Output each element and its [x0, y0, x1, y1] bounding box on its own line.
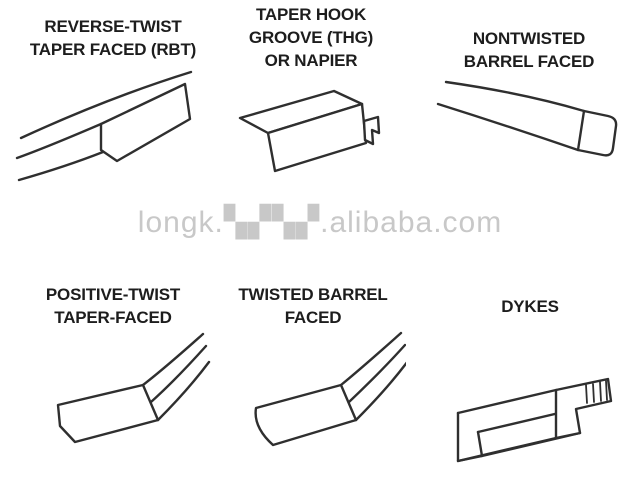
- label-taper-hook-groove: TAPER HOOK GROOVE (THG) OR NAPIER: [248, 5, 374, 70]
- label-reverse-twist-taper-faced: REVERSE-TWIST TAPER FACED (RBT): [29, 17, 197, 59]
- label-dykes: DYKES: [501, 297, 559, 316]
- cell-dykes: DYKES: [440, 296, 620, 468]
- reverse-twist-taper-faced-ring-drawing: [15, 70, 193, 182]
- label-twisted-barrel-faced: TWISTED BARREL FACED: [238, 285, 388, 327]
- cell-positive-twist-taper-faced: POSITIVE-TWIST TAPER-FACED: [10, 284, 216, 465]
- label-nontwisted-barrel-faced: NONTWISTED BARREL FACED: [463, 29, 595, 71]
- cell-reverse-twist-taper-faced: REVERSE-TWIST TAPER FACED (RBT): [8, 16, 218, 190]
- cell-twisted-barrel-faced: TWISTED BARREL FACED: [222, 284, 406, 465]
- taper-hook-groove-ring-drawing: [238, 89, 381, 173]
- cell-nontwisted-barrel-faced: NONTWISTED BARREL FACED: [428, 28, 630, 196]
- dykes-ring-drawing: [456, 377, 612, 463]
- label-positive-twist-taper-faced: POSITIVE-TWIST TAPER-FACED: [45, 285, 181, 327]
- nontwisted-barrel-faced-ring-drawing: [436, 80, 617, 157]
- twisted-barrel-faced-ring-drawing: [253, 331, 406, 447]
- watermark-text: longk.▚▞▚▞.alibaba.com: [137, 206, 503, 239]
- positive-twist-taper-faced-ring-drawing: [56, 332, 211, 444]
- cell-taper-hook-groove: TAPER HOOK GROOVE (THG) OR NAPIER: [222, 4, 400, 195]
